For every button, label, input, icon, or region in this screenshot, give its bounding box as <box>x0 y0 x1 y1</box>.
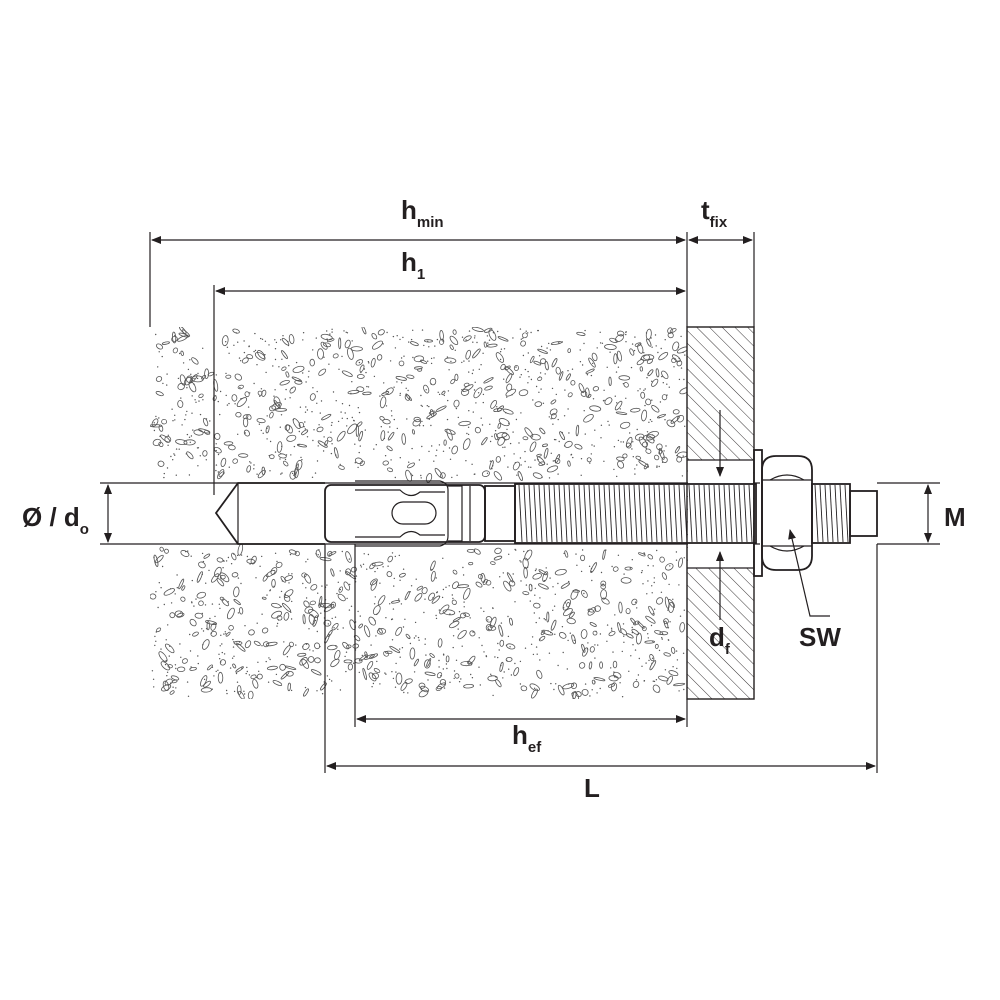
bolt-end <box>811 483 878 544</box>
anchor-bolt <box>214 480 757 547</box>
label-sw: SW <box>799 622 841 652</box>
label-h-1: h1 <box>401 247 425 283</box>
label-diameter: Ø / do <box>22 502 89 538</box>
label-m: M <box>944 502 966 532</box>
label-t-fix: tfix <box>701 195 728 231</box>
label-h-ef: hef <box>512 720 542 756</box>
label-h-min: hmin <box>401 195 444 231</box>
label-l: L <box>584 773 600 803</box>
washer-and-nut <box>753 449 813 577</box>
label-d-f: df <box>709 622 731 658</box>
extension-lines <box>149 232 940 773</box>
sw-leader-line <box>788 529 830 617</box>
